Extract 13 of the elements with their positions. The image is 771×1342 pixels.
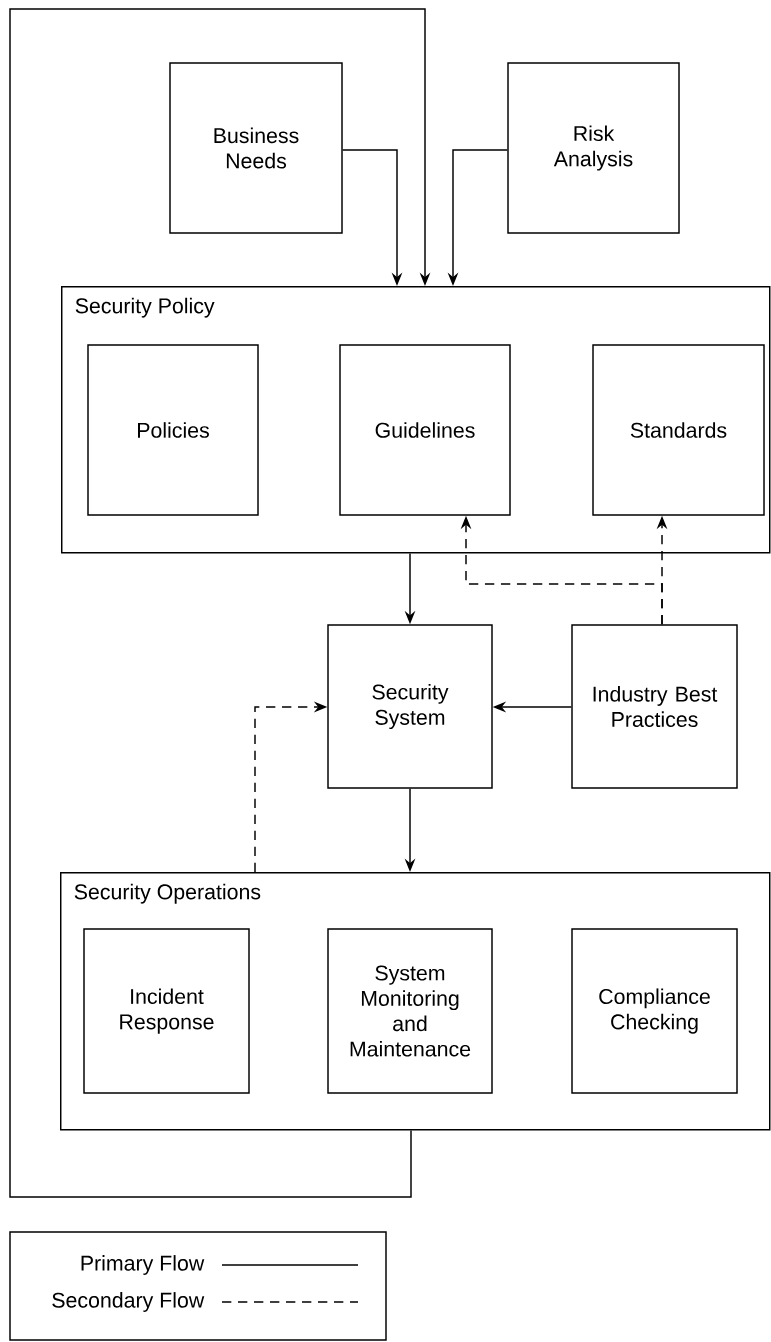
arrow xyxy=(9,8,431,1198)
process-box: Industry Best Practices xyxy=(571,624,738,789)
process-box: Guidelines xyxy=(339,344,511,516)
process-box: Business Needs xyxy=(169,62,343,234)
legend-entry: Secondary Flow xyxy=(52,1292,205,1312)
process-box: Compliance Checking xyxy=(571,928,738,1094)
process-box: Security System xyxy=(327,624,493,789)
process-box: Policies xyxy=(87,344,259,516)
process-box: Risk Analysis xyxy=(507,62,680,234)
process-box: Standards xyxy=(592,344,765,516)
process-box: System Monitoring and Maintenance xyxy=(327,928,493,1094)
legend-entry: Primary Flow xyxy=(81,1255,205,1275)
process-box: Incident Response xyxy=(83,928,250,1094)
